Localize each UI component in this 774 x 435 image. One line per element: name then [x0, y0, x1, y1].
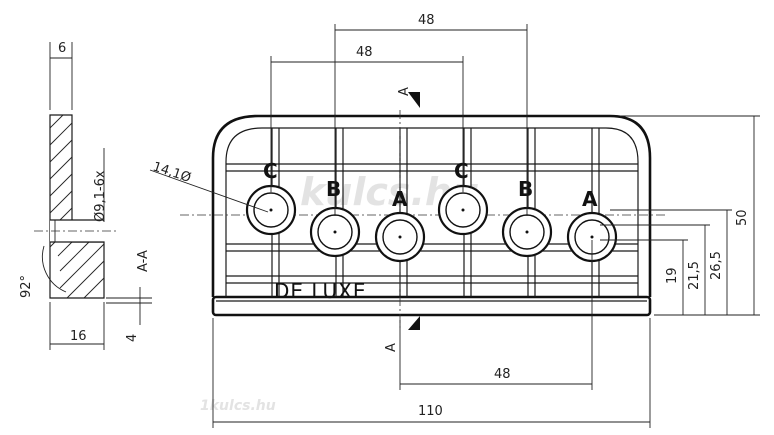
brand-text: DE LUXE — [274, 279, 367, 303]
hole-label-a2: A — [582, 187, 598, 211]
dim-bottom-48: 48 — [494, 367, 511, 382]
side-section-view: 6 16 4 92° Ø9,1-6x A-A — [19, 41, 152, 350]
dim-side-6: 6 — [58, 41, 66, 56]
dim-top-48-a: 48 — [418, 13, 435, 28]
front-dimensions: 48 48 48 110 50 26,5 21,5 19 — [212, 13, 760, 428]
hole-center — [590, 235, 594, 239]
hole-center — [333, 230, 337, 234]
section-label: A-A — [136, 250, 151, 272]
hole-center — [525, 230, 529, 234]
front-view: C B A C B A DE LUXE 14,1Ø A A — [149, 87, 668, 352]
dim-radius: 14,1Ø — [151, 160, 193, 186]
dim-hole-dia: Ø9,1-6x — [93, 170, 108, 222]
section-mark-top: A — [397, 87, 412, 96]
dim-height-50: 50 — [735, 209, 750, 226]
section-mark-bottom: A — [384, 343, 399, 352]
dim-height-19: 19 — [665, 267, 680, 284]
dim-side-16: 16 — [70, 329, 87, 344]
hole-circle — [382, 219, 418, 255]
hole-label-b1: B — [326, 177, 341, 201]
watermark-small: 1kulcs.hu — [200, 398, 276, 414]
dim-overall-110: 110 — [418, 404, 443, 419]
hole-label-c2: C — [454, 159, 469, 183]
hole-circle — [445, 192, 481, 228]
dim-top-48-b: 48 — [356, 45, 373, 60]
dim-angle-92: 92° — [19, 275, 34, 298]
dim-side-4: 4 — [125, 334, 140, 342]
hole-center — [461, 208, 465, 212]
dim-height-21-5: 21,5 — [687, 261, 702, 290]
hole-label-b2: B — [518, 177, 533, 201]
hole-center — [398, 235, 402, 239]
hole-label-a1: A — [392, 187, 408, 211]
hole-circle — [374, 211, 426, 263]
dim-height-26-5: 26,5 — [709, 251, 724, 280]
hole-center — [269, 208, 273, 212]
hole-label-c1: C — [263, 159, 278, 183]
hole-circle — [253, 192, 289, 228]
